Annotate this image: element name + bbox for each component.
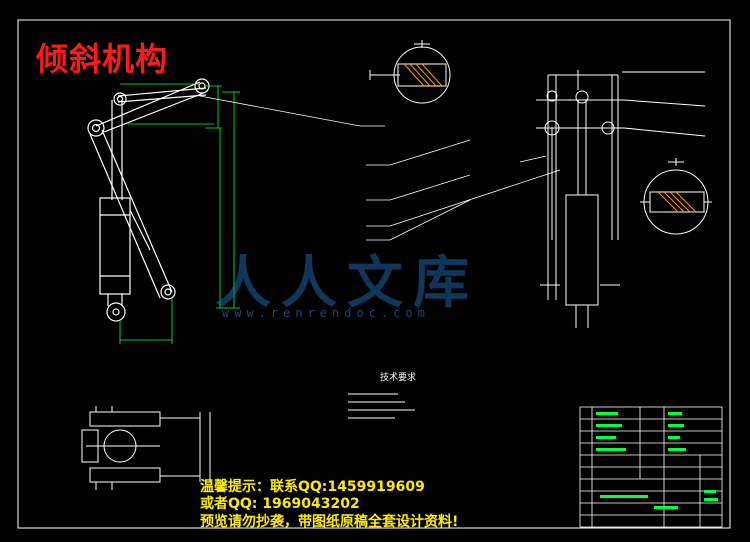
- watermark-brand: 人人文库: [215, 250, 479, 316]
- title-block-cells: [596, 412, 718, 509]
- tech-requirements-title: 技术要求: [380, 373, 417, 383]
- section-detail-top: [369, 40, 451, 104]
- title-block: [579, 406, 723, 528]
- side-elevation-view: [536, 70, 706, 328]
- drawing-frame: [17, 19, 731, 529]
- notice-contact-qq: 温馨提示：联系QQ:1459919609: [200, 479, 425, 495]
- drawing-title: 倾斜机构: [36, 40, 169, 78]
- notice-alt-qq: 或者QQ: 1969043202: [200, 496, 360, 512]
- notice-preview-warning: 预览请勿抄袭，带图纸原稿全套设计资料!: [200, 514, 459, 530]
- left-mechanism-view: [87, 78, 210, 322]
- section-detail-right: [640, 158, 712, 235]
- dimension-lines: [119, 83, 240, 344]
- watermark-url: www.renrendoc.com: [222, 306, 430, 320]
- bottom-plan-view: [81, 406, 211, 490]
- leader-lines: [199, 95, 561, 241]
- tech-requirements-lines: [348, 393, 415, 419]
